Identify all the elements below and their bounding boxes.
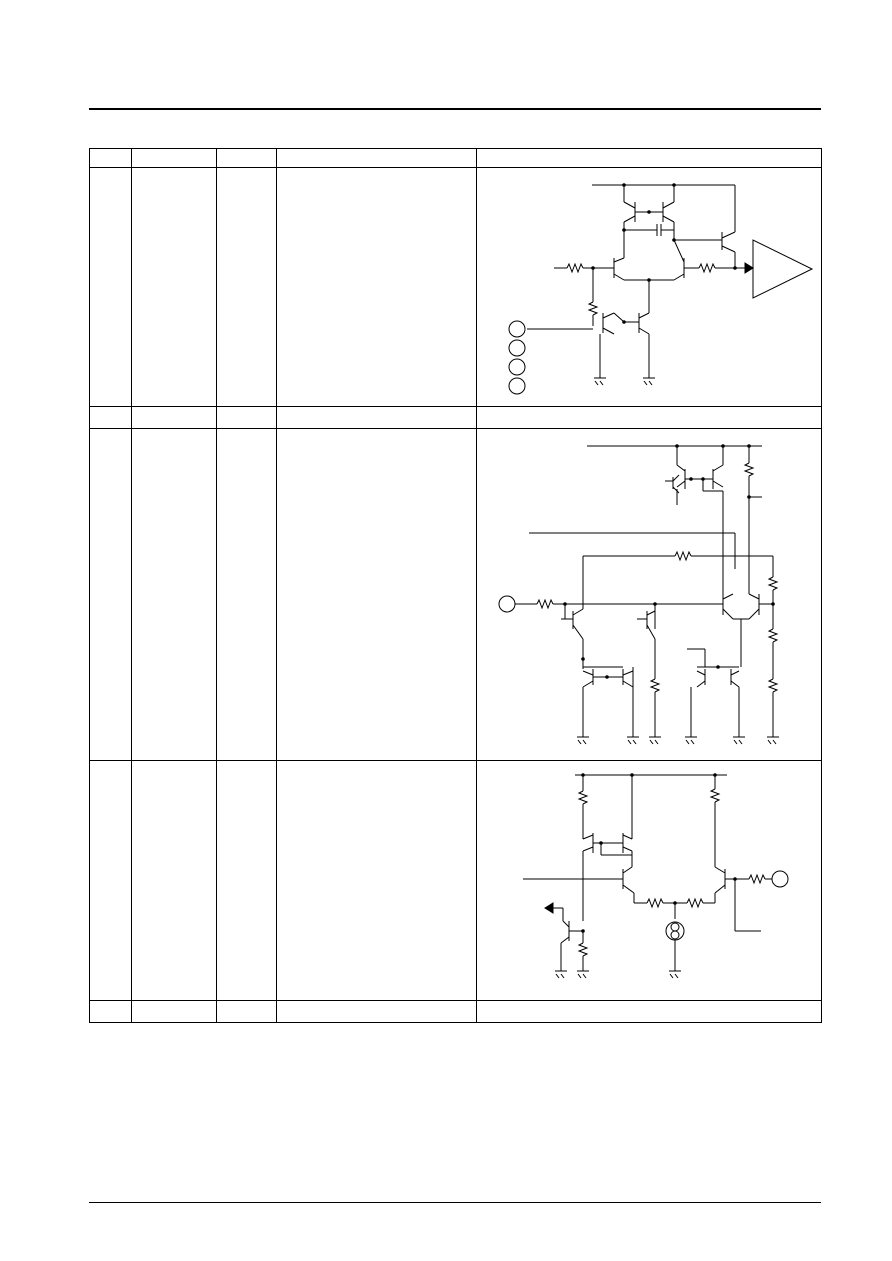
table-row	[89, 760, 822, 1001]
header-pin-no	[89, 148, 132, 168]
table-header-row	[89, 148, 822, 168]
voltage-cell	[216, 406, 277, 429]
function-cell	[276, 428, 477, 761]
header-pin-name	[131, 148, 217, 168]
differential-amplifier-schematic	[508, 183, 814, 395]
input-buffer-schematic	[498, 444, 779, 745]
pin-description-table	[89, 148, 822, 1023]
voltage-cell	[216, 760, 277, 1001]
function-cell	[276, 167, 477, 407]
pin-no-cell	[89, 760, 132, 1001]
function-cell	[276, 760, 477, 1001]
pin-name-cell	[131, 406, 217, 429]
output-driver-schematic	[523, 773, 789, 979]
pin-name-cell	[131, 1000, 217, 1023]
pin-no-cell	[89, 1000, 132, 1023]
footer-rule	[89, 1202, 821, 1203]
voltage-cell	[216, 428, 277, 761]
table-row	[89, 1000, 822, 1023]
voltage-cell	[216, 1000, 277, 1023]
header-voltage	[216, 148, 277, 168]
table-row	[89, 428, 822, 761]
function-cell	[276, 1000, 477, 1023]
equivalent-circuit-cell	[476, 760, 822, 1001]
table-row	[89, 406, 822, 429]
header-function	[276, 148, 477, 168]
equivalent-circuit-cell	[476, 167, 822, 407]
header-rule	[89, 108, 821, 110]
pin-no-cell	[89, 167, 132, 407]
header-equivalent-circuit	[476, 148, 822, 168]
pin-name-cell	[131, 167, 217, 407]
voltage-cell	[216, 167, 277, 407]
function-cell	[276, 406, 477, 429]
equivalent-circuit-cell	[476, 1000, 822, 1023]
pin-no-cell	[89, 428, 132, 761]
pin-no-cell	[89, 406, 132, 429]
equivalent-circuit-cell	[476, 428, 822, 761]
table-row	[89, 167, 822, 407]
pin-name-cell	[131, 760, 217, 1001]
equivalent-circuit-cell	[476, 406, 822, 429]
pin-name-cell	[131, 428, 217, 761]
